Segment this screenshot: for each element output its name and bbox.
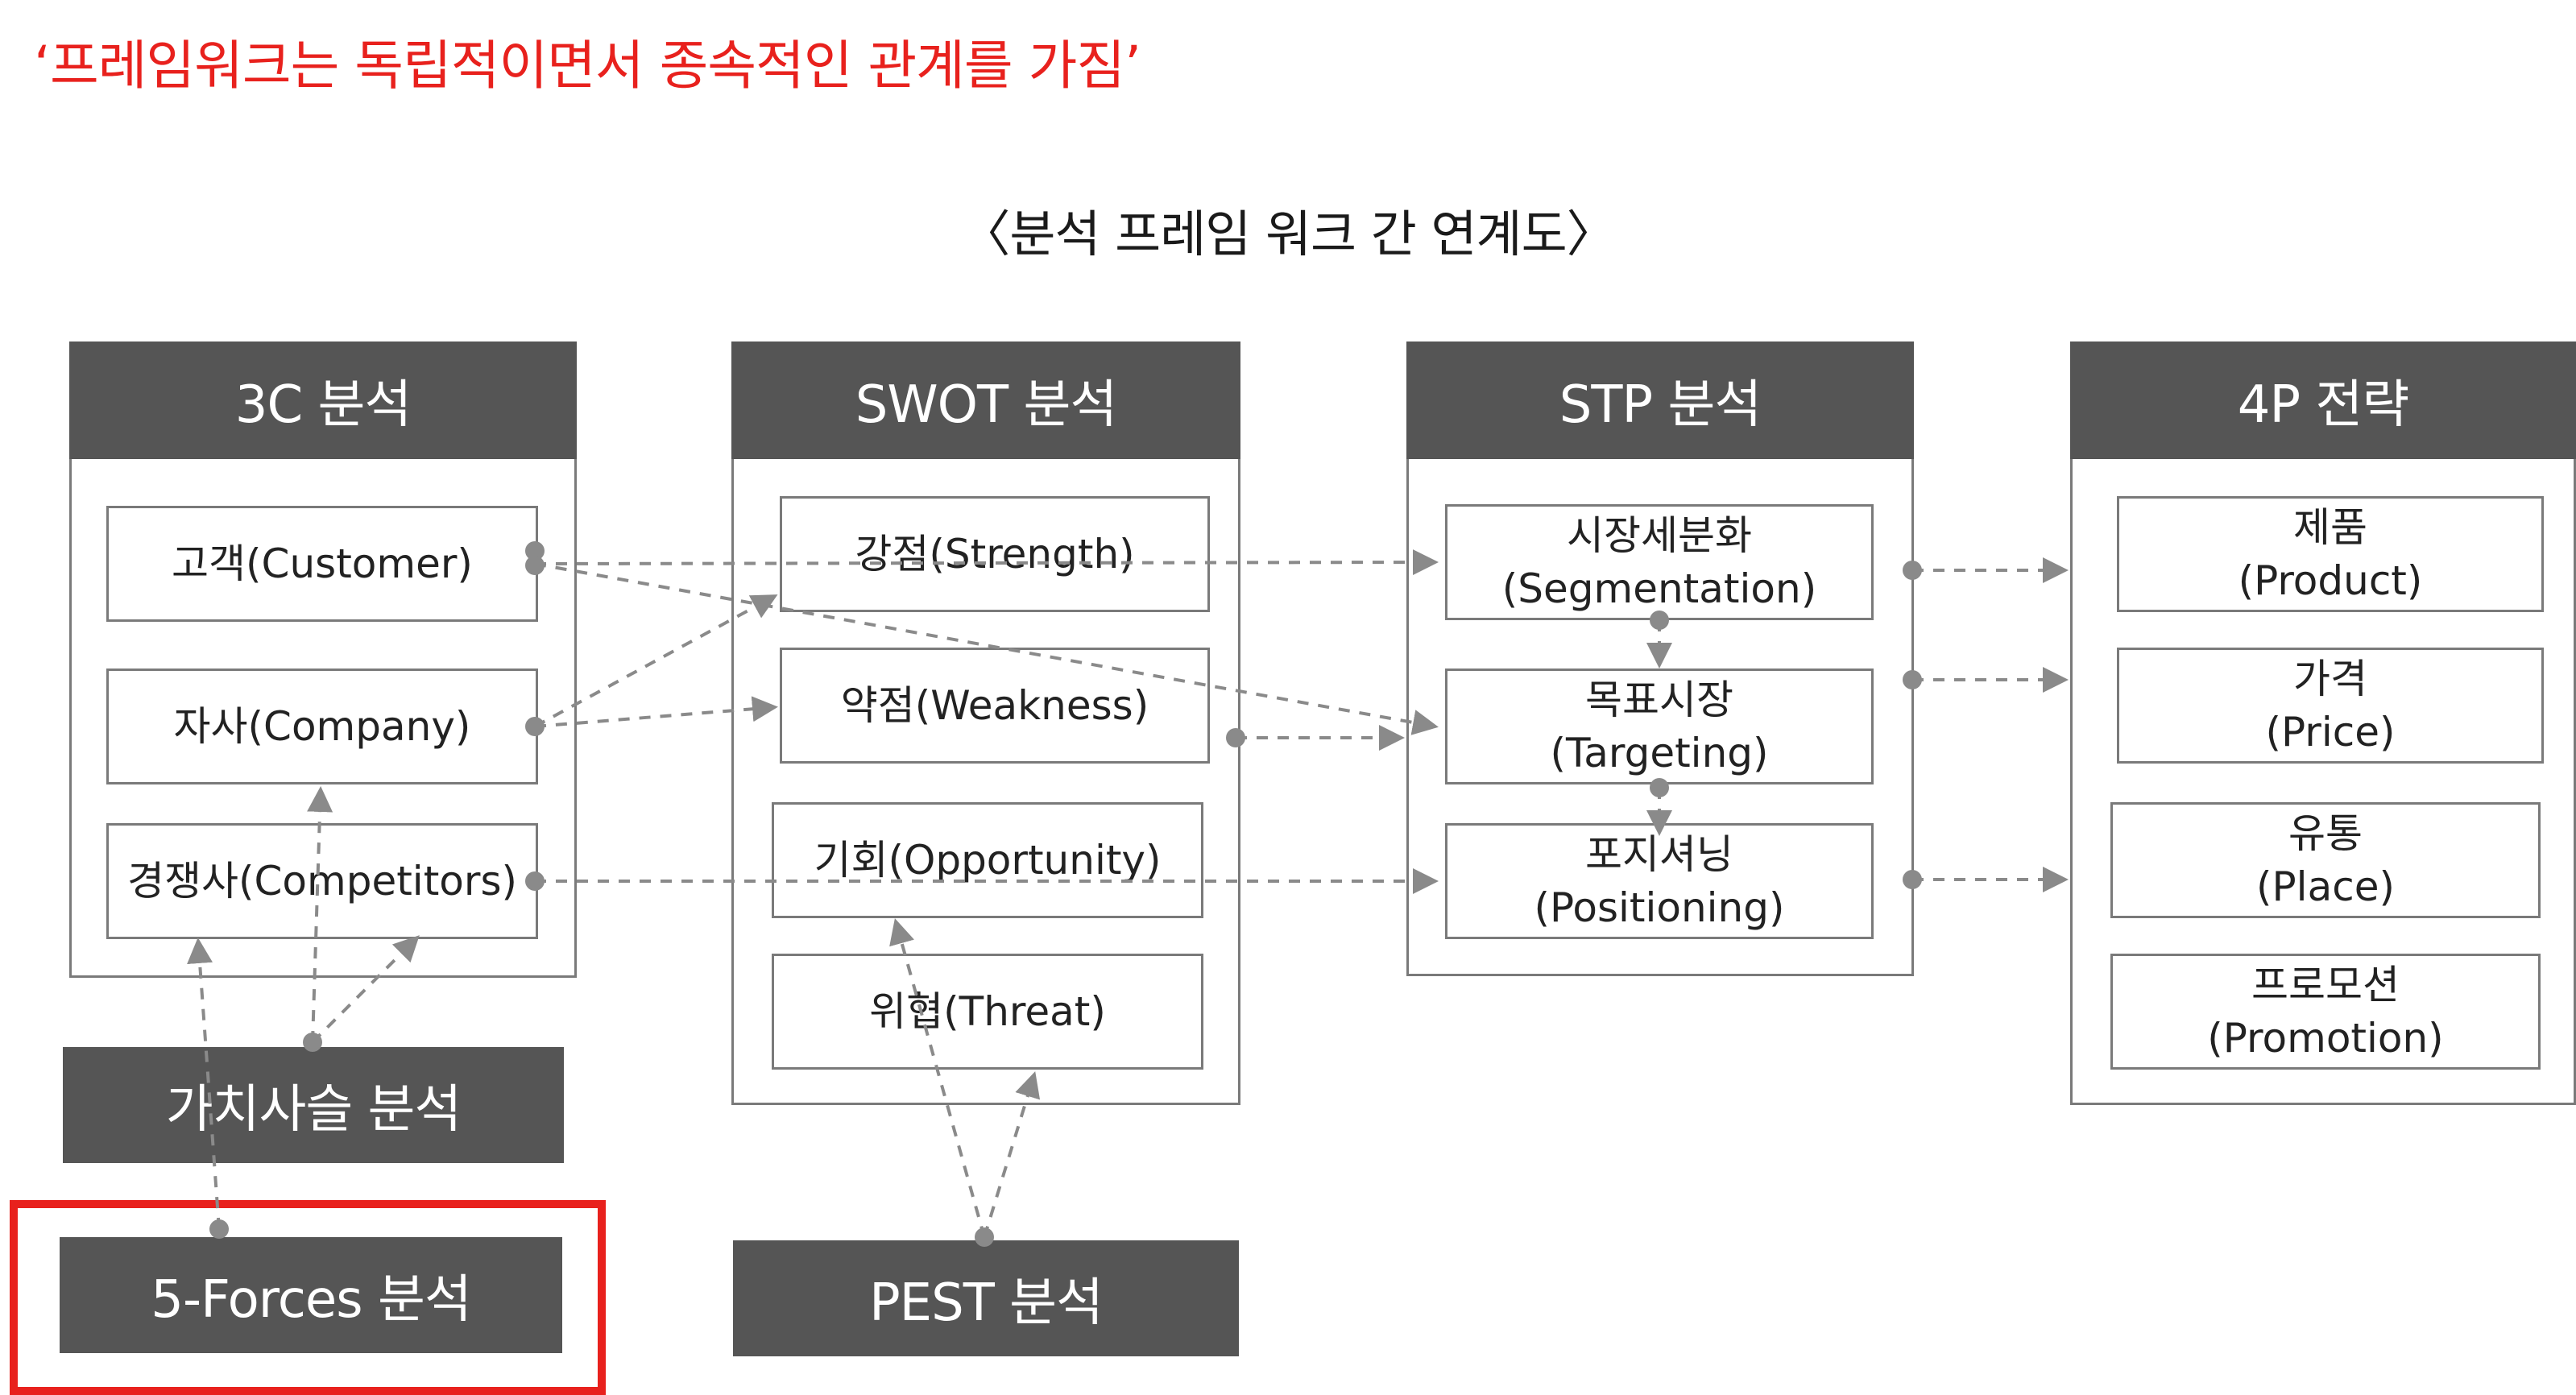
- item-product-label: 제품: [2293, 504, 2367, 551]
- item-weakness-label: 약점(Weakness): [840, 682, 1149, 729]
- dot-weakness: [1226, 728, 1245, 747]
- dot-targeting: [1650, 778, 1669, 797]
- item-targeting-sub: (Targeting): [1550, 730, 1769, 776]
- link-company-weakness: [534, 696, 778, 728]
- diagram-title: 〈분석 프레임 워크 간 연계도〉: [960, 205, 1616, 263]
- dot-stp-3: [1903, 870, 1922, 889]
- dot-segmentation: [1650, 611, 1669, 630]
- item-competitors-label: 경쟁사(Competitors): [126, 858, 518, 904]
- link-pest-opportunity: [889, 918, 986, 1238]
- dot-competitors: [525, 871, 545, 891]
- item-threat-label: 위협(Threat): [869, 988, 1106, 1035]
- item-company: 자사(Company): [106, 669, 538, 784]
- link-fiveforces-competitors: [187, 938, 221, 1230]
- link-customer-targeting: [534, 562, 1439, 735]
- link-valuechain-competitors: [311, 935, 420, 1044]
- dot-pest: [975, 1227, 994, 1247]
- panel-4p-header: 4P 전략: [2070, 342, 2576, 459]
- item-positioning-label: 포지셔닝: [1585, 831, 1733, 878]
- item-competitors: 경쟁사(Competitors): [106, 823, 538, 939]
- item-weakness: 약점(Weakness): [780, 648, 1210, 764]
- item-place-label: 유통: [2288, 810, 2363, 857]
- five-forces-highlight: [10, 1200, 606, 1395]
- link-pest-threat: [983, 1071, 1041, 1238]
- item-place: 유통 (Place): [2110, 802, 2541, 918]
- item-place-sub: (Place): [2256, 863, 2395, 910]
- panel-3c-header: 3C 분석: [69, 342, 577, 459]
- item-segmentation-sub: (Segmentation): [1501, 565, 1817, 612]
- panel-swot-header: SWOT 분석: [731, 342, 1240, 459]
- item-customer: 고객(Customer): [106, 506, 538, 622]
- dot-customer-b: [525, 556, 545, 575]
- item-segmentation-label: 시장세분화: [1567, 512, 1752, 559]
- item-positioning-sub: (Positioning): [1534, 884, 1785, 931]
- dot-company: [525, 717, 545, 736]
- dot-fiveforces: [209, 1219, 229, 1239]
- item-promotion: 프로모션 (Promotion): [2110, 954, 2541, 1070]
- item-company-label: 자사(Company): [173, 703, 471, 750]
- item-price: 가격 (Price): [2117, 648, 2544, 764]
- pest-box: PEST 분석: [733, 1240, 1239, 1356]
- link-valuechain-company: [307, 786, 333, 1043]
- dot-stp-1: [1903, 561, 1922, 580]
- item-targeting-label: 목표시장: [1585, 677, 1733, 723]
- item-threat: 위협(Threat): [772, 954, 1203, 1070]
- dot-valuechain: [303, 1033, 322, 1052]
- item-product: 제품 (Product): [2117, 496, 2544, 612]
- link-company-strength: [534, 594, 778, 728]
- item-segmentation: 시장세분화 (Segmentation): [1445, 504, 1874, 620]
- dot-customer-a: [525, 541, 545, 561]
- link-customer-segmentation: [534, 549, 1439, 576]
- item-promotion-label: 프로모션: [2251, 962, 2400, 1008]
- item-targeting: 목표시장 (Targeting): [1445, 669, 1874, 784]
- item-price-label: 가격: [2293, 656, 2367, 702]
- item-promotion-sub: (Promotion): [2207, 1015, 2444, 1062]
- value-chain-box: 가치사슬 분석: [63, 1047, 564, 1163]
- headline: ‘프레임워크는 독립적이면서 종속적인 관계를 가짐’: [34, 35, 1141, 97]
- item-strength-label: 강점(Strength): [855, 531, 1135, 577]
- item-price-sub: (Price): [2265, 709, 2396, 755]
- panel-stp-header: STP 분석: [1406, 342, 1914, 459]
- item-strength: 강점(Strength): [780, 496, 1210, 612]
- item-customer-label: 고객(Customer): [172, 540, 473, 587]
- item-product-sub: (Product): [2238, 557, 2423, 604]
- dot-stp-2: [1903, 670, 1922, 689]
- five-forces-box: 5-Forces 분석: [60, 1237, 562, 1353]
- item-opportunity-label: 기회(Opportunity): [814, 837, 1162, 884]
- item-opportunity: 기회(Opportunity): [772, 802, 1203, 918]
